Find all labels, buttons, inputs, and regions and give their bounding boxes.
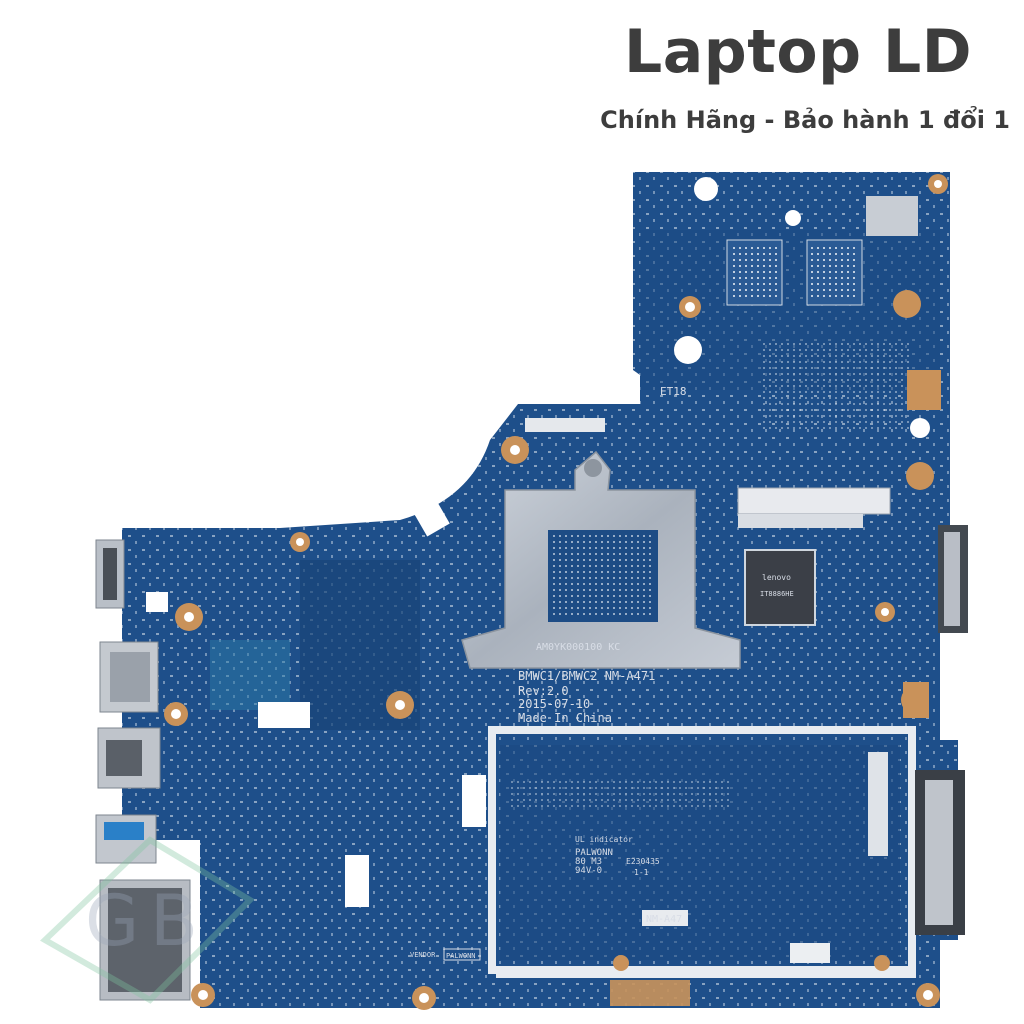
mount-hole xyxy=(874,955,890,971)
cpu-code: AM0YK000100 KC xyxy=(536,642,620,653)
mount-hole xyxy=(910,418,930,438)
board-model: BMWC1/BMWC2 NM-A471 xyxy=(518,669,655,683)
fan-connector xyxy=(790,943,830,963)
rating-2: 94V-0 xyxy=(575,866,602,876)
brand-title: Laptop LD xyxy=(624,17,972,87)
chip-code: IT8886HE xyxy=(760,590,794,598)
vendor-box: PALWONN xyxy=(446,952,476,960)
vendor-label: VENDOR xyxy=(410,951,436,959)
brand-subtitle: Chính Hãng - Bảo hành 1 đổi 1 xyxy=(600,106,1010,134)
pcb-shade xyxy=(210,640,290,710)
svg-text:B: B xyxy=(150,880,198,962)
gold-pad xyxy=(907,370,941,410)
fpc-connector xyxy=(868,752,888,856)
connector xyxy=(866,196,918,236)
connector xyxy=(738,514,863,528)
board-rev: Rev:2.0 xyxy=(518,684,569,698)
connector xyxy=(737,487,891,515)
mount-hole xyxy=(906,462,934,490)
label-pad xyxy=(496,970,916,978)
mount-hole xyxy=(674,336,702,364)
mount-hole xyxy=(694,177,718,201)
chip-brand: lenovo xyxy=(762,573,791,582)
ul-label: UL indicator xyxy=(575,835,633,844)
ec-chip xyxy=(744,549,816,626)
board-etch: ET18 xyxy=(660,385,687,398)
watermark-logo: G B xyxy=(40,836,255,1004)
mount-hole xyxy=(893,290,921,318)
label-pad xyxy=(258,702,310,728)
connector xyxy=(525,418,605,432)
svg-text:G: G xyxy=(85,880,139,962)
rating-1: 80 M3 xyxy=(575,857,602,867)
label-pad xyxy=(462,775,486,827)
label-pad xyxy=(412,497,450,537)
label-pad xyxy=(345,855,369,907)
gold-pad xyxy=(903,682,929,718)
component-area xyxy=(760,340,910,430)
codes: E230435 xyxy=(626,857,660,866)
board-date: 2015-07-10 xyxy=(518,697,590,711)
mount-hole xyxy=(613,955,629,971)
solder-pad-area xyxy=(610,980,690,1006)
dash-code: 1-1 xyxy=(634,868,649,877)
board-label: NM-A47 xyxy=(646,914,682,925)
vendor-code: PALWONN xyxy=(575,848,613,858)
mount-hole xyxy=(785,210,801,226)
board-origin: Made In China xyxy=(518,711,612,725)
label-pad xyxy=(146,592,168,612)
